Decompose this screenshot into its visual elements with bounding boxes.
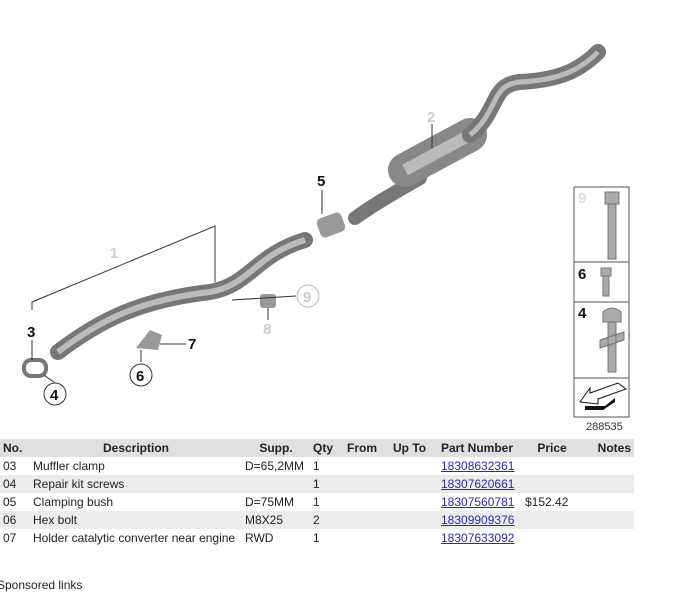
cell-supp — [242, 475, 310, 493]
cell-from — [344, 511, 390, 529]
col-no: No. — [0, 439, 30, 457]
cell-part: 18307560781 — [438, 493, 522, 511]
cell-supp: M8X25 — [242, 511, 310, 529]
part-number-link[interactable]: 18308632361 — [441, 459, 515, 473]
cell-part: 18307633092 — [438, 529, 522, 547]
label-7: 7 — [188, 336, 196, 353]
screw-icon — [600, 267, 612, 297]
side-label-6: 6 — [578, 266, 586, 283]
part-number-link[interactable]: 18307633092 — [441, 531, 515, 545]
cell-from — [344, 493, 390, 511]
cell-qty: 1 — [310, 475, 344, 493]
cell-price — [522, 457, 582, 475]
cell-from — [344, 457, 390, 475]
cell-from — [344, 529, 390, 547]
cell-upto — [390, 529, 438, 547]
clip-bolt-icon — [599, 307, 625, 373]
cell-desc: Muffler clamp — [33, 459, 105, 473]
cell-desc: Holder catalytic converter near engine — [33, 531, 236, 545]
col-description: Description — [30, 439, 242, 457]
sponsored-links-heading: Sponsored links — [0, 578, 83, 592]
cell-upto — [390, 475, 438, 493]
cell-qty: 1 — [313, 531, 320, 545]
cell-desc: Clamping bush — [33, 495, 114, 509]
cell-desc: Hex bolt — [30, 511, 242, 529]
col-part-number: Part Number — [438, 439, 522, 457]
cell-desc: Repair kit screws — [30, 475, 242, 493]
part-number-link[interactable]: 18309909376 — [441, 513, 515, 527]
part-number-link[interactable]: 18307620661 — [441, 477, 515, 491]
cell-no: 03 — [3, 459, 17, 473]
col-price: Price — [522, 439, 582, 457]
table-header-row: No. Description Supp. Qty From Up To Par… — [0, 439, 634, 457]
cell-from — [344, 475, 390, 493]
cell-qty: 1 — [313, 459, 320, 473]
exhaust-parts-diagram: 1 2 3 4 5 6 7 8 9 9 6 4 288535 — [22, 44, 630, 433]
label-8: 8 — [263, 321, 271, 338]
bush-8 — [260, 294, 276, 308]
table-row: 03 Muffler clamp D=65,2MM 1 18308632361 — [0, 457, 634, 475]
cell-price — [522, 529, 582, 547]
side-label-4: 4 — [578, 305, 587, 322]
rear-pipe-with-converter — [348, 44, 606, 225]
cell-part: 18307620661 — [438, 475, 522, 493]
col-qty: Qty — [310, 439, 344, 457]
col-upto: Up To — [390, 439, 438, 457]
cell-part: 18308632361 — [438, 457, 522, 475]
label-6: 6 — [136, 368, 144, 385]
cell-price — [522, 511, 582, 529]
label-1: 1 — [110, 245, 118, 262]
cell-supp: RWD — [245, 531, 274, 545]
cell-no: 06 — [0, 511, 30, 529]
cell-notes — [582, 493, 634, 511]
leader-lines — [31, 124, 433, 384]
label-5: 5 — [317, 173, 325, 190]
cell-upto — [390, 511, 438, 529]
diagram-reference-number: 288535 — [586, 421, 623, 433]
cell-qty: 2 — [310, 511, 344, 529]
cell-price: $152.42 — [525, 495, 569, 509]
cell-upto — [390, 457, 438, 475]
muffler-clamp — [22, 358, 48, 378]
side-label-9: 9 — [578, 190, 586, 207]
table-row: 07 Holder catalytic converter near engine… — [0, 529, 634, 547]
label-3: 3 — [27, 324, 35, 341]
cell-upto — [390, 493, 438, 511]
cell-supp: D=75MM — [245, 495, 295, 509]
cell-notes — [582, 475, 634, 493]
holder-7 — [136, 330, 162, 350]
direction-arrow-icon — [579, 382, 628, 405]
col-supp: Supp. — [242, 439, 310, 457]
cell-supp: D=65,2MM — [245, 459, 305, 473]
label-2: 2 — [427, 109, 435, 126]
col-notes: Notes — [582, 439, 634, 457]
parts-table: No. Description Supp. Qty From Up To Par… — [0, 439, 634, 547]
cell-qty: 1 — [313, 495, 320, 509]
table-row: 05 Clamping bush D=75MM 1 18307560781 $152.42 — [0, 493, 634, 511]
clamping-bush — [316, 212, 346, 238]
label-4: 4 — [50, 387, 59, 404]
part-number-link[interactable]: 18307560781 — [441, 495, 515, 509]
fastener-sidebar: 9 6 4 288535 — [573, 186, 630, 433]
cell-notes — [582, 529, 634, 547]
cell-notes — [582, 457, 634, 475]
cell-notes — [582, 511, 634, 529]
hex-bolt-icon — [604, 191, 620, 260]
cell-part: 18309909376 — [438, 511, 522, 529]
cell-no: 07 — [3, 531, 17, 545]
cell-no: 05 — [3, 495, 17, 509]
col-from: From — [344, 439, 390, 457]
label-9: 9 — [303, 289, 311, 306]
front-pipe — [50, 232, 313, 360]
cell-price — [522, 475, 582, 493]
cell-no: 04 — [0, 475, 30, 493]
